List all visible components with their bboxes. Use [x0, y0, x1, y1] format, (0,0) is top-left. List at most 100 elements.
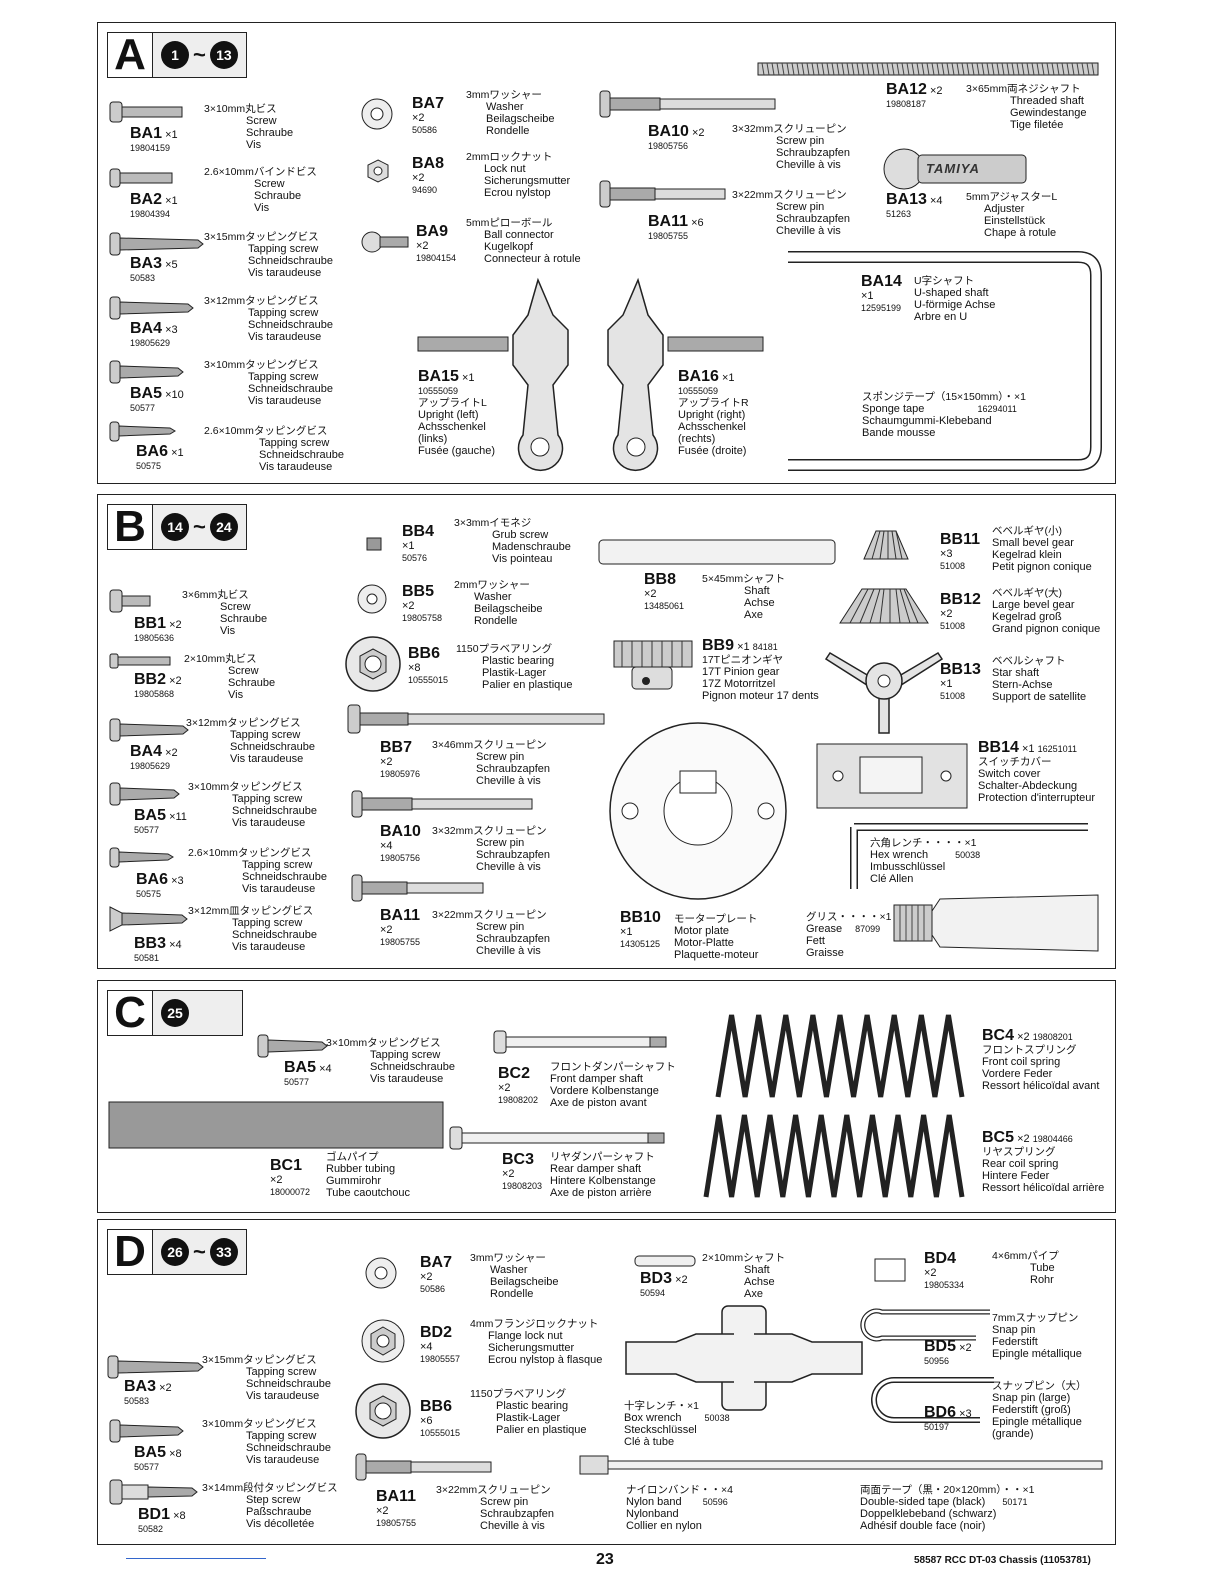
- footer-link-line: [126, 1558, 266, 1559]
- step-range: 14 ~ 24: [153, 513, 246, 541]
- screw-pin-ba10-icon: [351, 790, 533, 818]
- screw-ba5-icon: [109, 782, 180, 806]
- footer-reference: 58587 RCC DT-03 Chassis (11053781): [914, 1555, 1091, 1566]
- section-header-c: C 25: [107, 990, 243, 1036]
- box-wrench-icon: [625, 1305, 863, 1411]
- motor-plate-bb10-icon: [609, 722, 787, 900]
- screw-ba5-icon: [257, 1034, 328, 1058]
- tamiya-logo: TAMIYA: [926, 161, 980, 176]
- threaded-shaft-ba12-icon: [757, 62, 1099, 76]
- step-from: 26: [161, 1238, 189, 1266]
- screw-pin-bb7-icon: [347, 704, 605, 734]
- small-bevel-gear-bb11-icon: [863, 530, 909, 560]
- section-letter: C: [108, 991, 153, 1035]
- screw-ba4-icon: [109, 296, 194, 320]
- step-from: 1: [161, 41, 189, 69]
- screw-ba4-icon: [109, 718, 189, 742]
- plastic-bearing-bb6-icon: [355, 1383, 411, 1439]
- step-screw-bd1-icon: [109, 1479, 198, 1505]
- snap-pin-large-bd6-icon: [871, 1377, 994, 1423]
- screw-ba1-icon: [109, 101, 183, 123]
- screw-ba6-icon: [109, 421, 176, 442]
- section-header-a: A 1 ~ 13: [107, 32, 247, 78]
- hex-wrench-icon: [850, 823, 1088, 889]
- adjuster-ba13-icon: [883, 148, 1027, 190]
- rear-damper-shaft-bc3-icon: [449, 1126, 665, 1150]
- washer-ba7-icon: [365, 1257, 397, 1289]
- lock-nut-ba8-icon: [367, 159, 389, 183]
- grub-screw-bb4-icon: [366, 537, 382, 551]
- large-bevel-gear-bb12-icon: [839, 588, 929, 624]
- step-range: 26 ~ 33: [153, 1238, 246, 1266]
- screw-ba3-icon: [107, 1355, 204, 1379]
- upright-right-ba16-icon: [607, 277, 764, 472]
- section-header-d: D 26 ~ 33: [107, 1229, 247, 1275]
- plastic-bearing-bb6-icon: [345, 636, 401, 692]
- screw-pin-ba11-icon: [599, 180, 726, 208]
- screw-ba2-icon: [109, 168, 173, 188]
- screw-bb1-icon: [109, 589, 151, 613]
- section-header-b: B 14 ~ 24: [107, 504, 247, 550]
- nylon-band-icon: [579, 1455, 1103, 1475]
- snap-pin-bd5-icon: [860, 1308, 990, 1342]
- washer-ba7-icon: [361, 98, 393, 130]
- washer-bb5-icon: [357, 584, 387, 614]
- front-coil-spring-bc4-icon: [715, 1014, 965, 1098]
- shaft-bd3-icon: [634, 1255, 696, 1267]
- switch-cover-bb14-icon: [816, 743, 968, 809]
- screw-pin-ba10-icon: [599, 90, 776, 118]
- grease-tube-icon: [893, 894, 1099, 952]
- shaft-bb8-icon: [598, 539, 836, 565]
- pinion-gear-bb9-icon: [613, 640, 693, 690]
- step-range: 25: [153, 999, 197, 1027]
- screw-ba3-icon: [109, 232, 204, 256]
- step-from: 25: [161, 999, 189, 1027]
- section-letter: B: [108, 505, 153, 549]
- front-damper-shaft-bc2-icon: [493, 1030, 667, 1054]
- step-to: 13: [209, 41, 238, 69]
- u-shaft-ba14-icon: [788, 251, 1102, 471]
